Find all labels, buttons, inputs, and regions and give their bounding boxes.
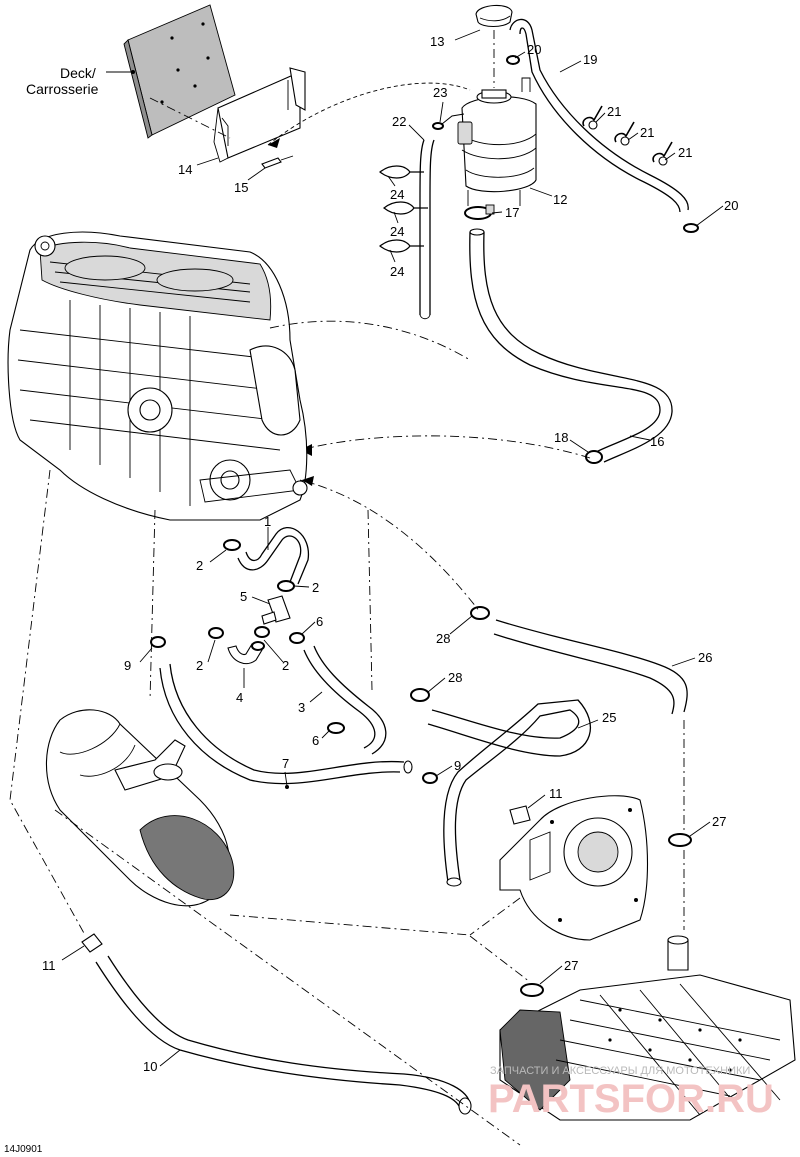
- callout-18: 18: [554, 430, 568, 445]
- hose-26: [493, 619, 688, 715]
- callout-27-a: 27: [712, 814, 726, 829]
- watermark-subtitle: ЗАПЧАСТИ И АКСЕССУАРЫ ДЛЯ МОТОТЕХНИКИ: [490, 1065, 750, 1077]
- clamp-20-top: [506, 55, 520, 65]
- callout-26: 26: [698, 650, 712, 665]
- clamps-21: [582, 105, 673, 166]
- clamp-2-d: [208, 627, 224, 639]
- clamp-6-a: [289, 632, 305, 644]
- clamp-28-b: [410, 688, 430, 702]
- clamp-2-a: [223, 539, 241, 551]
- hose-3: [303, 645, 387, 755]
- callout-5: 5: [240, 589, 247, 604]
- clamp-28-a: [470, 606, 490, 620]
- reservoir-cap-13: [475, 4, 513, 28]
- callout-9-b: 9: [454, 758, 461, 773]
- leader-lines: [61, 29, 724, 1067]
- callout-22: 22: [392, 114, 406, 129]
- hose-7: [159, 663, 413, 785]
- callout-20-lower: 20: [724, 198, 738, 213]
- callout-28-b: 28: [448, 670, 462, 685]
- callout-11-pump: 11: [549, 786, 563, 801]
- callout-20-top: 20: [527, 42, 541, 57]
- callout-28-a: 28: [436, 631, 450, 646]
- fitting-11-left: [81, 933, 103, 953]
- callout-9-a: 9: [124, 658, 131, 673]
- callout-1: 1: [264, 514, 271, 529]
- deck-panel: [123, 4, 236, 139]
- ride-plate: [499, 974, 796, 1121]
- callout-labels: 13 20 19 21 21 21 20 23 22 12 17 24 24 2…: [42, 34, 738, 1074]
- callout-15: 15: [234, 180, 248, 195]
- vent-hose-22: [419, 139, 435, 320]
- clamp-2-b: [277, 580, 295, 592]
- clamp-18: [585, 450, 603, 464]
- fitting-stub: [667, 935, 689, 971]
- hose-10: [95, 955, 472, 1115]
- callout-3: 3: [298, 700, 305, 715]
- callout-27-b: 27: [564, 958, 578, 973]
- clamp-17: [464, 204, 495, 220]
- callout-24-b: 24: [390, 224, 404, 239]
- callout-21-b: 21: [640, 125, 654, 140]
- muffler: [45, 709, 235, 907]
- callout-19: 19: [583, 52, 597, 67]
- callout-25: 25: [602, 710, 616, 725]
- tee-fitting-5: [261, 595, 291, 625]
- callout-2-a: 2: [196, 558, 203, 573]
- callout-14: 14: [178, 162, 192, 177]
- clamp-9-a: [150, 636, 166, 648]
- callout-7: 7: [282, 756, 289, 771]
- callout-2-b: 2: [312, 580, 319, 595]
- deck-label-line1: Deck/: [60, 65, 96, 81]
- jet-pump-housing: [499, 795, 649, 941]
- callout-6-b: 6: [312, 733, 319, 748]
- tie-straps-24: [379, 165, 428, 253]
- clamp-20-lower: [683, 223, 699, 233]
- clamp-6-b: [327, 722, 345, 734]
- hose-25: [427, 699, 592, 887]
- overflow-hose-19: [509, 18, 689, 213]
- callout-11-left: 11: [42, 958, 56, 973]
- callout-6-a: 6: [316, 614, 323, 629]
- hose-1: [237, 527, 310, 585]
- callout-4: 4: [236, 690, 243, 705]
- clamp-27-b: [520, 983, 544, 997]
- watermark-logo: PARTSFOR.RU: [488, 1077, 774, 1121]
- engine-block: [7, 231, 308, 521]
- callout-13: 13: [430, 34, 444, 49]
- clamp-23: [432, 122, 444, 130]
- callout-12: 12: [553, 192, 567, 207]
- callout-16: 16: [650, 434, 664, 449]
- deck-label-line2: Carrosserie: [26, 81, 99, 97]
- screw-15: [261, 155, 294, 169]
- callout-2-c: 2: [196, 658, 203, 673]
- callout-24-a: 24: [390, 187, 404, 202]
- callout-24-c: 24: [390, 264, 404, 279]
- callout-10: 10: [143, 1059, 157, 1074]
- clamp-27-a: [668, 833, 692, 847]
- callout-21-a: 21: [607, 104, 621, 119]
- hose-16: [469, 228, 673, 463]
- coolant-reservoir: [457, 77, 537, 206]
- callout-17: 17: [505, 205, 519, 220]
- clamp-9-b: [422, 772, 438, 784]
- drawing-code: 14J0901: [4, 1144, 43, 1155]
- callout-23: 23: [433, 85, 447, 100]
- fitting-11-pump: [509, 805, 531, 825]
- clamp-2-c: [254, 626, 270, 638]
- callout-21-c: 21: [678, 145, 692, 160]
- callout-2-d: 2: [282, 658, 289, 673]
